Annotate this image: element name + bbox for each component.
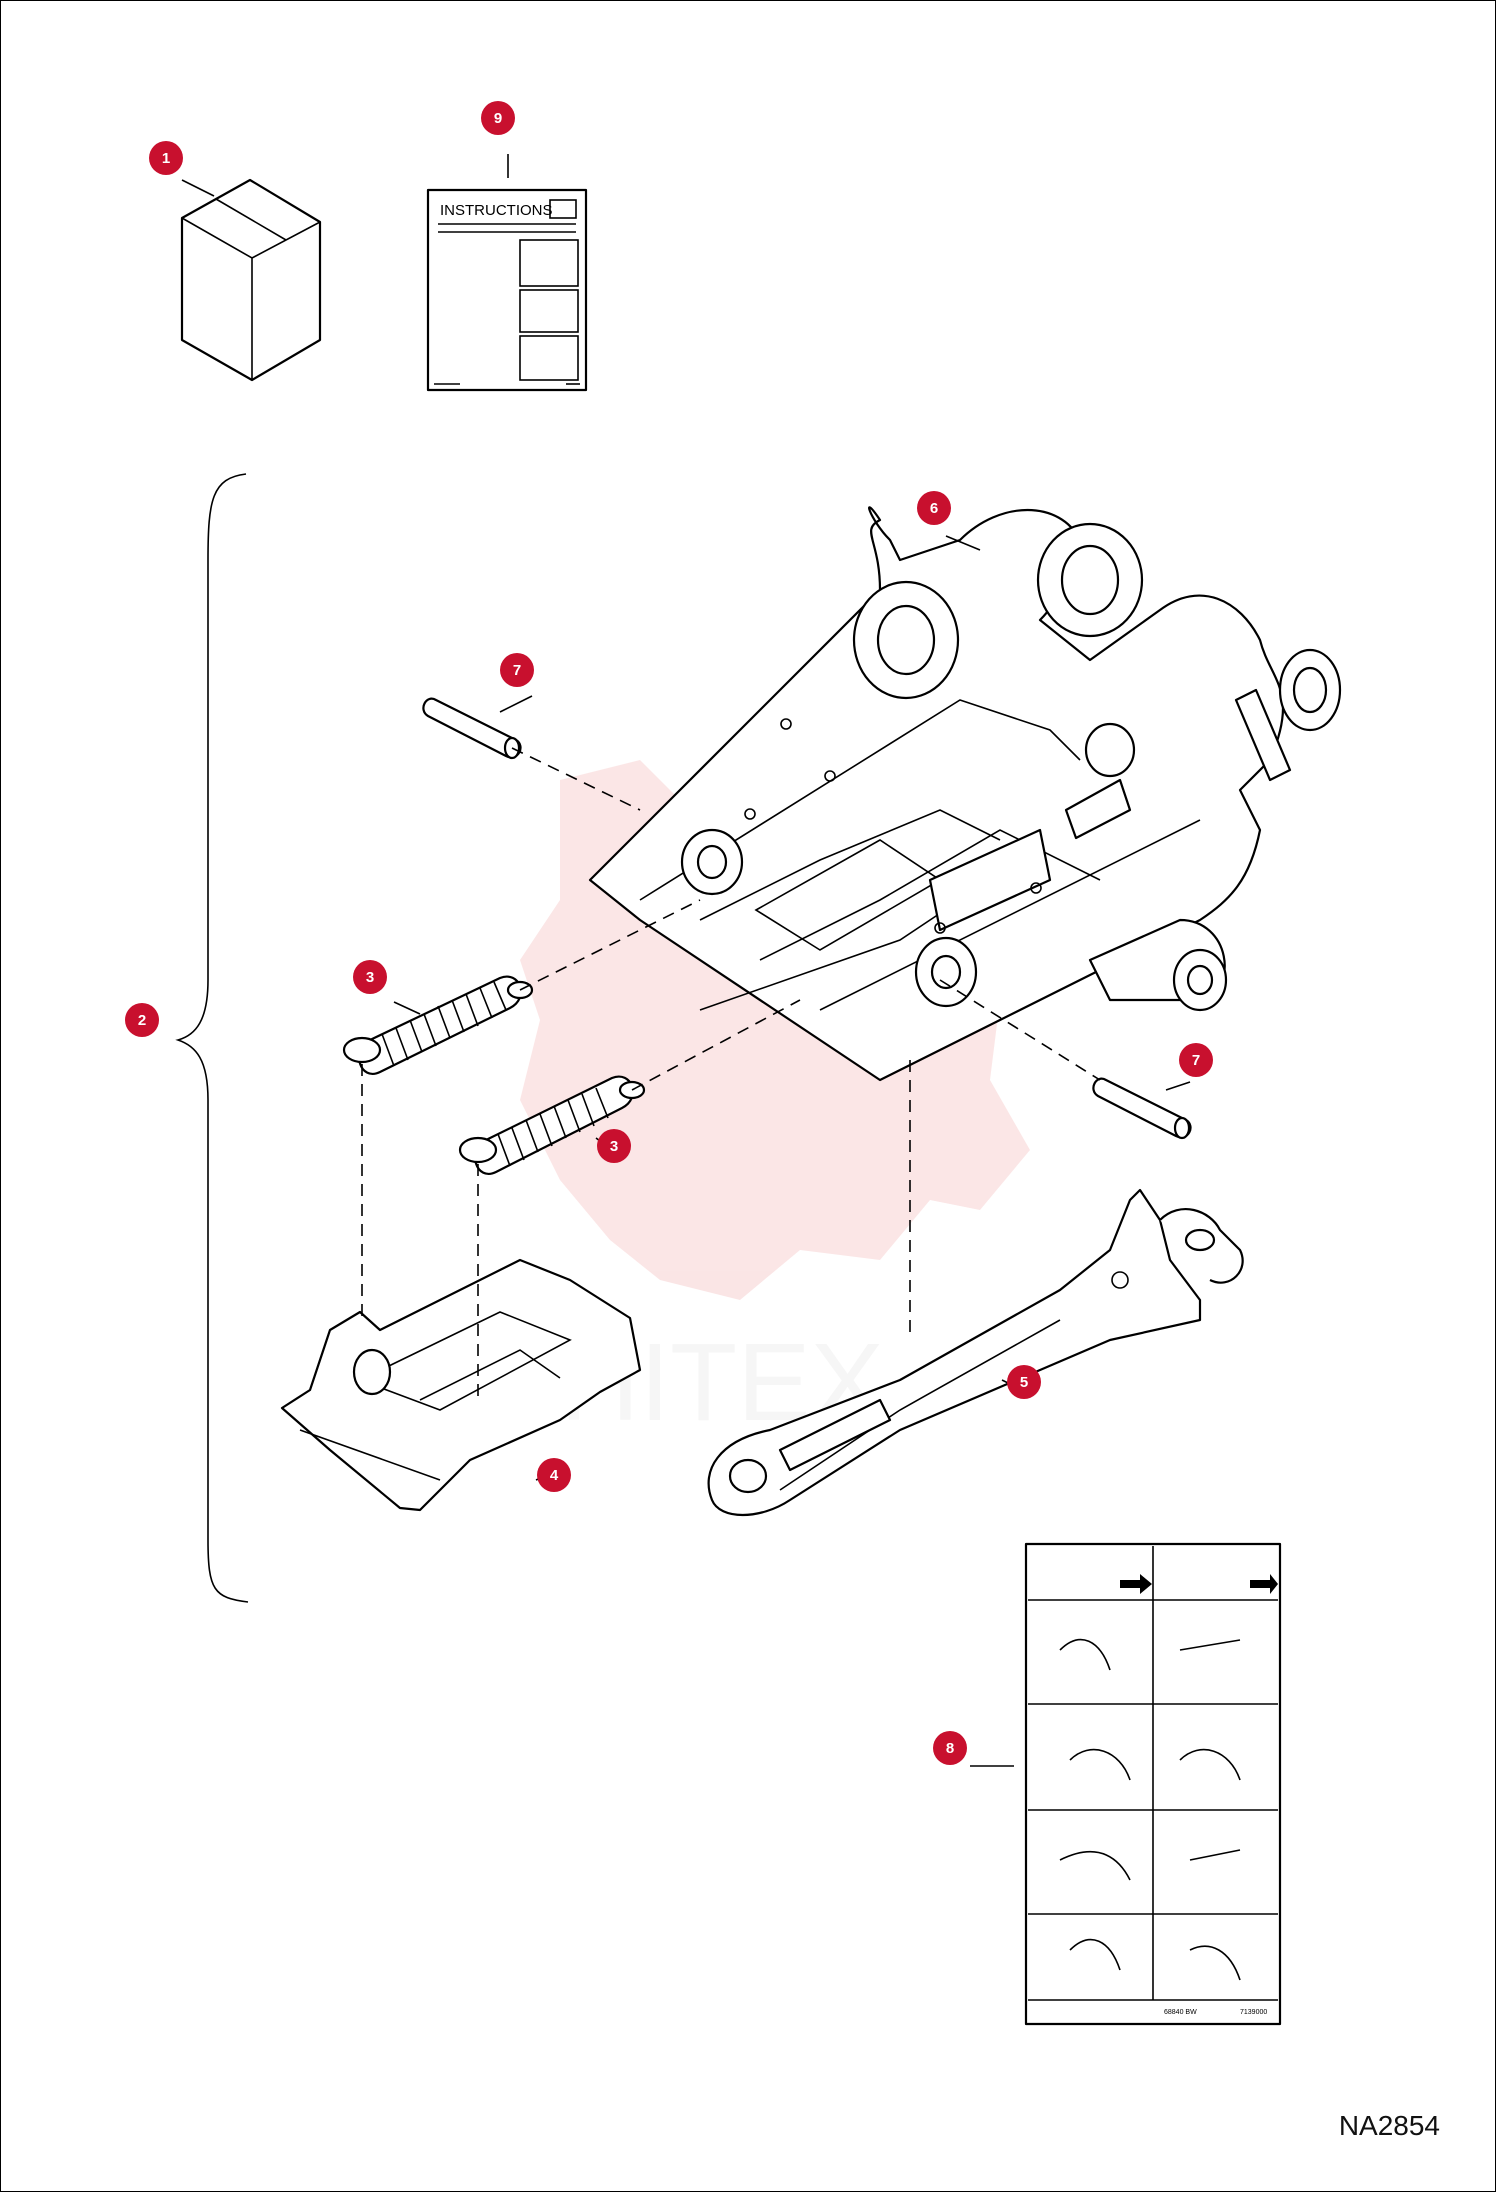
callout-7-upper[interactable]: 7 [500, 653, 534, 687]
part-8-decal: 68840 BW 7139000 [1024, 1542, 1282, 2026]
part-6-coupler-frame [588, 506, 1342, 1082]
kit-brace [175, 473, 249, 1603]
callout-3-upper-number: 3 [366, 969, 374, 986]
callout-9[interactable]: 9 [481, 101, 515, 135]
callout-3-lower[interactable]: 3 [597, 1129, 631, 1163]
callout-1[interactable]: 1 [149, 141, 183, 175]
decal-code-left: 68840 BW [1164, 2009, 1197, 2016]
callout-3-upper[interactable]: 3 [353, 960, 387, 994]
decal-code-right: 7139000 [1240, 2009, 1267, 2016]
callout-1-number: 1 [162, 150, 170, 167]
callout-4[interactable]: 4 [537, 1458, 571, 1492]
callout-9-number: 9 [494, 110, 502, 127]
figure-code: NA2854 [1338, 2110, 1440, 2141]
part-3-spring-upper [342, 975, 534, 1075]
callout-6-number: 6 [930, 500, 938, 517]
assembly-lines [361, 747, 1101, 1400]
part-5-lever [707, 1188, 1244, 1517]
callout-6[interactable]: 6 [917, 491, 951, 525]
part-4-wedge-block [280, 1258, 642, 1512]
part-1-box [180, 178, 322, 382]
callout-5[interactable]: 5 [1007, 1365, 1041, 1399]
callout-4-number: 4 [550, 1467, 559, 1484]
callout-7-lower-number: 7 [1192, 1052, 1200, 1069]
callout-2-number: 2 [138, 1012, 146, 1029]
callout-7-lower[interactable]: 7 [1179, 1043, 1213, 1077]
callout-8-number: 8 [946, 1740, 954, 1757]
callout-7-upper-number: 7 [513, 662, 521, 679]
callout-3-lower-number: 3 [610, 1138, 618, 1155]
callout-5-number: 5 [1020, 1374, 1028, 1391]
part-9-instruction-sheet: INSTRUCTIONS [426, 188, 588, 392]
part-7-pin-upper [422, 697, 522, 760]
instruction-title: INSTRUCTIONS [440, 202, 553, 219]
callout-2[interactable]: 2 [125, 1003, 159, 1037]
part-7-pin-lower [1092, 1077, 1192, 1140]
callout-8[interactable]: 8 [933, 1731, 967, 1765]
